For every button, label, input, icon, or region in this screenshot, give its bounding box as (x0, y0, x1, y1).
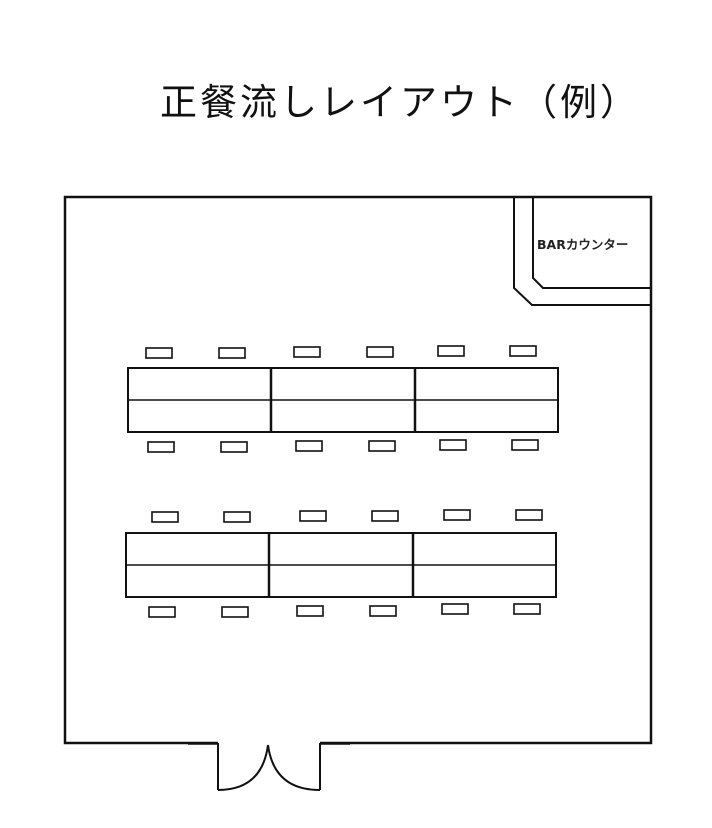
table-row-1 (127, 367, 559, 433)
chair (223, 511, 251, 523)
chair (515, 509, 543, 521)
entrance-double-door (188, 741, 350, 791)
chair (296, 605, 324, 617)
chair (299, 510, 327, 522)
chair (443, 509, 471, 521)
chair (293, 346, 321, 358)
chair (147, 441, 175, 453)
table-row-2 (125, 532, 557, 598)
chair (220, 441, 248, 453)
chair (511, 439, 539, 451)
chair (371, 510, 399, 522)
chair (221, 606, 249, 618)
room-outline (63, 195, 653, 745)
chair (145, 347, 173, 359)
chair (368, 440, 396, 452)
chair (151, 511, 179, 523)
diagram-title: 正餐流しレイアウト（例） (160, 81, 640, 124)
chair (513, 603, 541, 615)
chairs (145, 345, 543, 618)
bar-counter: BARカウンター (513, 197, 651, 306)
chair (441, 603, 469, 615)
chair (369, 605, 397, 617)
chair (148, 606, 176, 618)
chair (439, 439, 467, 451)
chair (366, 346, 394, 358)
chair (295, 440, 323, 452)
chair (509, 345, 537, 357)
chair (437, 345, 465, 357)
chair (218, 347, 246, 359)
bar-counter-label: BARカウンター (537, 237, 628, 252)
